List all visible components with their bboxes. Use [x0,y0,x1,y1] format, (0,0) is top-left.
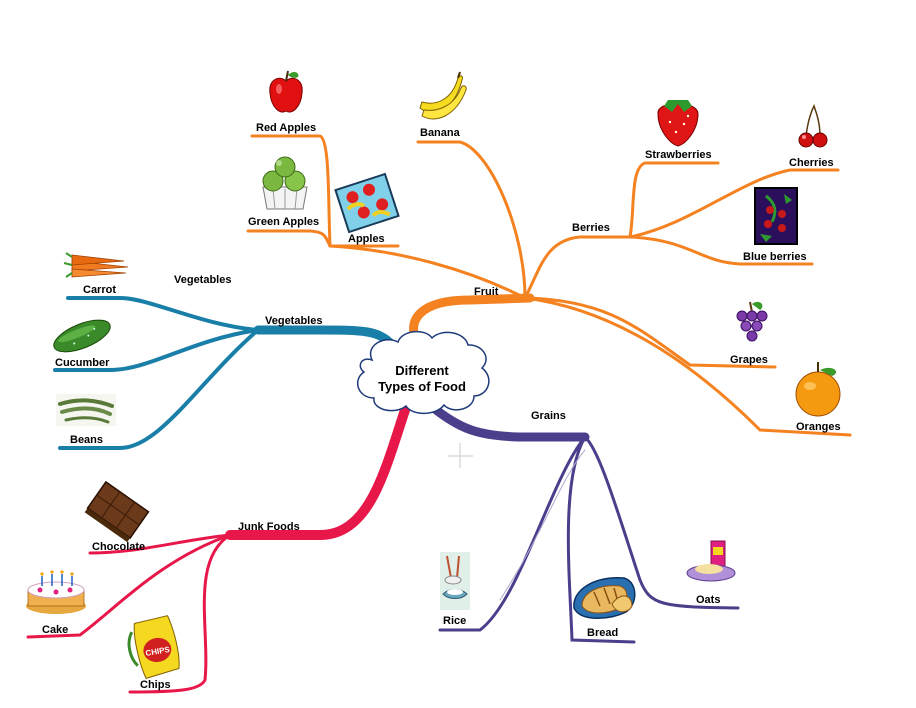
central-topic[interactable]: Different Types of Food [356,330,490,415]
vegetables-label[interactable]: Vegetables [265,315,322,327]
chips-label[interactable]: Chips [140,679,171,691]
bread-label[interactable]: Bread [587,627,618,639]
grapes-label[interactable]: Grapes [730,354,768,366]
junk-foods-label[interactable]: Junk Foods [238,521,300,533]
chocolate-label[interactable]: Chocolate [92,541,145,553]
berries-label[interactable]: Berries [572,222,610,234]
rice-label[interactable]: Rice [443,615,466,627]
red-apple-icon [269,70,303,113]
fruit-label[interactable]: Fruit [474,286,499,298]
cloud-shape [356,330,490,415]
apples-box-icon [334,172,400,234]
oranges-label[interactable]: Oranges [796,421,841,433]
fruit-branch [246,134,852,437]
green-apples-icon [262,156,308,210]
oats-label[interactable]: Oats [696,594,720,606]
red-apples-label[interactable]: Red Apples [256,122,316,134]
green-apples-label[interactable]: Green Apples [248,216,319,228]
carrot-label[interactable]: Carrot [83,284,116,296]
beans-icon [56,394,116,426]
strawberries-label[interactable]: Strawberries [645,149,712,161]
center-line-1: Different [395,363,449,378]
cherries-label[interactable]: Cherries [789,157,834,169]
banana-icon [419,71,467,120]
junk-branch [26,405,410,694]
chips-bag-text: CHIPS [145,645,171,658]
banana-label[interactable]: Banana [420,127,461,139]
bread-icon [573,577,636,619]
strawberry-icon [657,100,699,147]
orange-icon [795,362,841,417]
cucumber-icon [53,319,111,353]
center-line-2: Types of Food [378,379,466,394]
crosshair-mark [448,443,473,468]
rice-icon [440,552,470,610]
blueberries-icon [754,187,798,245]
chocolate-icon [84,480,150,543]
beans-label[interactable]: Beans [70,434,103,446]
vegetables-floating-label: Vegetables [174,274,231,286]
cherries-icon [798,104,828,148]
cake-label[interactable]: Cake [42,624,68,636]
blueberries-label[interactable]: Blue berries [743,251,807,263]
chips-icon: CHIPS [127,615,180,679]
cucumber-label[interactable]: Cucumber [55,357,110,369]
cake-icon [26,570,86,614]
apples-label[interactable]: Apples [348,233,385,245]
grains-branch [425,400,740,644]
grapes-icon [736,301,768,342]
carrot-icon [63,252,129,278]
grains-label[interactable]: Grains [531,410,566,422]
oats-icon [686,540,736,582]
